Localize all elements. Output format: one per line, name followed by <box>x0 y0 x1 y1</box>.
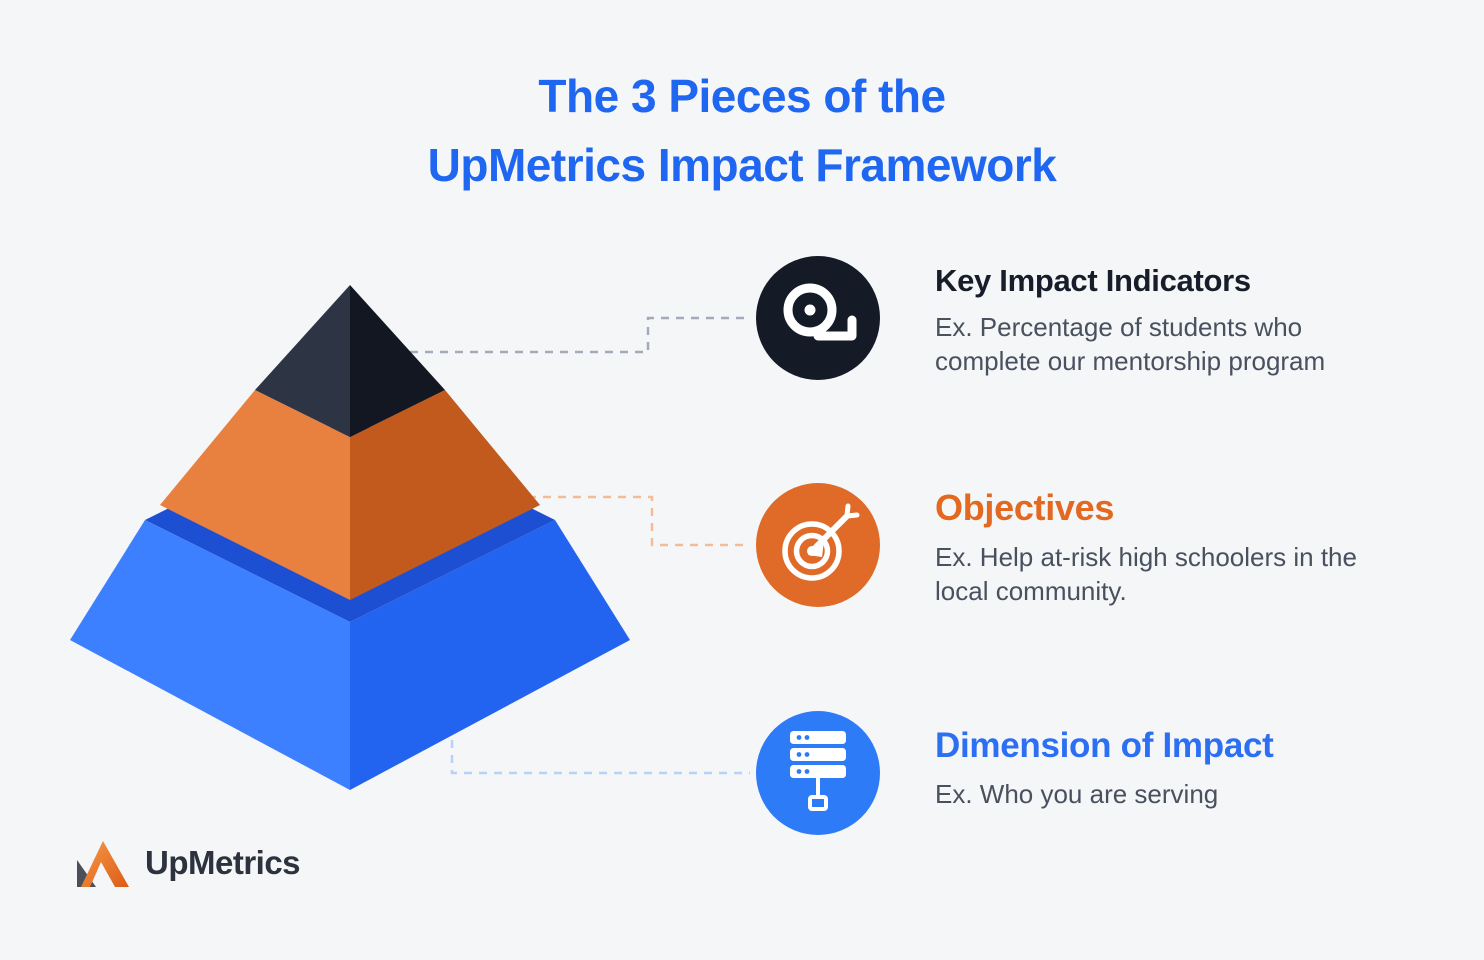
item-heading: Objectives <box>935 487 1115 528</box>
pyramid-tier-middle-right-face <box>350 390 540 600</box>
server-bar-3 <box>790 765 846 778</box>
item-description: Ex. Help at-risk high schoolers in the l… <box>935 542 1357 606</box>
connector-dimension-of-impact <box>450 740 750 775</box>
item-description: Ex. Who you are serving <box>935 779 1219 809</box>
item-dimension-of-impact: Dimension of Impact Ex. Who you are serv… <box>935 726 1415 811</box>
pyramid-tier-bottom-left-face <box>70 520 350 790</box>
dart-shaft <box>813 513 850 550</box>
item-objectives: Objectives Ex. Help at-risk high schoole… <box>935 487 1415 608</box>
server-bar-2 <box>790 748 846 761</box>
connector-key-impact-indicators <box>410 316 750 354</box>
pyramid-tier-top-left-face <box>255 285 350 437</box>
title-line-2: UpMetrics Impact Framework <box>427 139 1057 191</box>
pyramid-tier-top <box>255 285 445 437</box>
pyramid-tier-bottom-right-face <box>350 520 630 790</box>
pyramid-tier-top-right-face <box>350 285 445 437</box>
dart-fletching <box>844 503 860 519</box>
target-inner-ring <box>793 532 831 570</box>
target-icon <box>756 483 880 607</box>
dart-tip <box>808 541 824 557</box>
tape-measure-tail <box>813 315 857 341</box>
server-bar-1 <box>790 731 846 744</box>
item-heading: Dimension of Impact <box>935 726 1274 765</box>
logo-mark-orange-facet <box>81 841 129 887</box>
server-stack-icon <box>756 711 880 835</box>
title-line-1: The 3 Pieces of the <box>538 70 946 122</box>
item-description: Ex. Percentage of students who complete … <box>935 312 1326 376</box>
tape-measure-icon-bg <box>756 256 880 380</box>
upmetrics-logo-mark <box>77 841 129 887</box>
upmetrics-logo: UpMetrics <box>74 836 301 890</box>
item-key-impact-indicators: Key Impact Indicators Ex. Percentage of … <box>935 263 1415 378</box>
item-heading: Key Impact Indicators <box>935 263 1251 298</box>
target-outer-ring <box>782 521 842 581</box>
upmetrics-logo-text: UpMetrics <box>145 844 301 881</box>
pyramid-tier-middle-left-face <box>160 390 350 600</box>
connector-objectives <box>528 495 750 547</box>
server-network-node <box>808 795 828 811</box>
tape-measure-body <box>783 283 837 337</box>
tape-measure-icon <box>756 256 880 380</box>
pyramid-tier-middle <box>160 390 540 600</box>
server-bar-ports <box>796 735 810 774</box>
tape-measure-hub <box>804 304 816 316</box>
